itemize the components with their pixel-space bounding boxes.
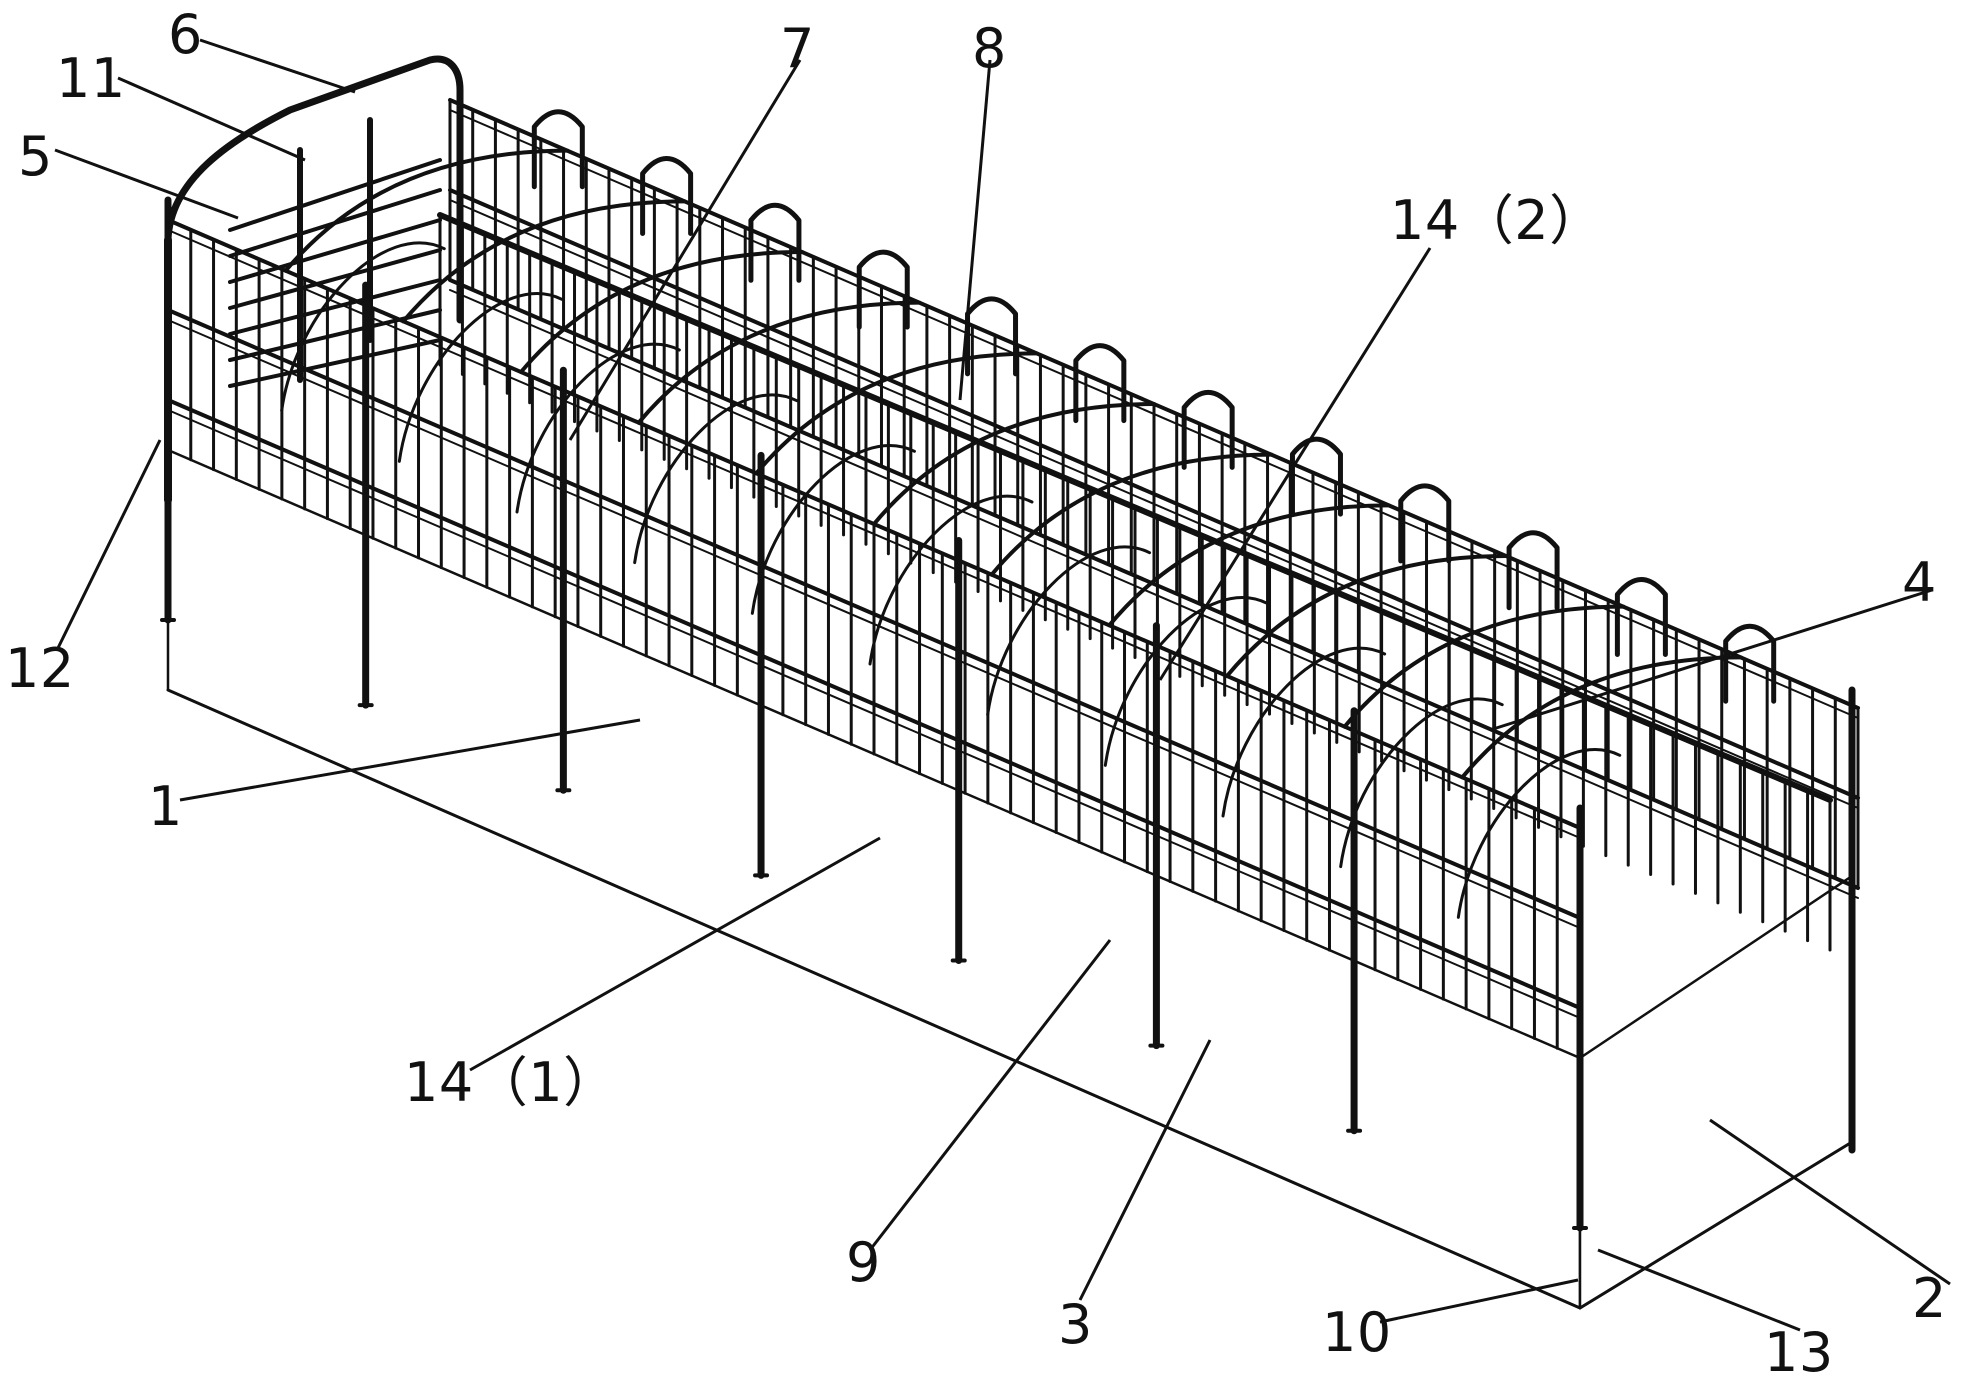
label-12: 12 [5, 642, 75, 696]
leader-8 [960, 60, 990, 400]
arch-divider [639, 303, 920, 423]
label-9: 9 [846, 1236, 881, 1290]
label-1: 1 [148, 780, 183, 834]
arch-divider [1109, 505, 1388, 625]
label-7: 7 [780, 22, 815, 76]
head-gate-rail [230, 280, 440, 334]
label-13: 13 [1764, 1326, 1834, 1380]
leader-13 [1598, 1250, 1800, 1330]
label-6: 6 [168, 8, 203, 62]
label-2: 2 [1912, 1272, 1947, 1326]
label-11: 11 [56, 52, 126, 106]
leader-10 [1380, 1280, 1578, 1322]
label-3: 3 [1058, 1298, 1093, 1352]
label-8: 8 [972, 22, 1007, 76]
head-gate-rail [230, 220, 440, 282]
end-panel-2 [1580, 876, 1852, 1308]
label-5: 5 [18, 130, 53, 184]
arch-divider [1345, 607, 1624, 727]
label-14-2: 14（2） [1390, 194, 1604, 248]
leader-12 [58, 440, 160, 648]
head-gate-rail [230, 340, 440, 386]
head-gate-rail [230, 310, 440, 360]
label-10: 10 [1322, 1306, 1392, 1360]
head-gate-rail [230, 160, 440, 230]
label-14-1: 14（1） [404, 1056, 618, 1110]
cage-structure [162, 59, 1858, 1308]
head-gate-rail [230, 190, 440, 256]
leader-6 [200, 40, 355, 92]
label-4: 4 [1902, 556, 1937, 610]
